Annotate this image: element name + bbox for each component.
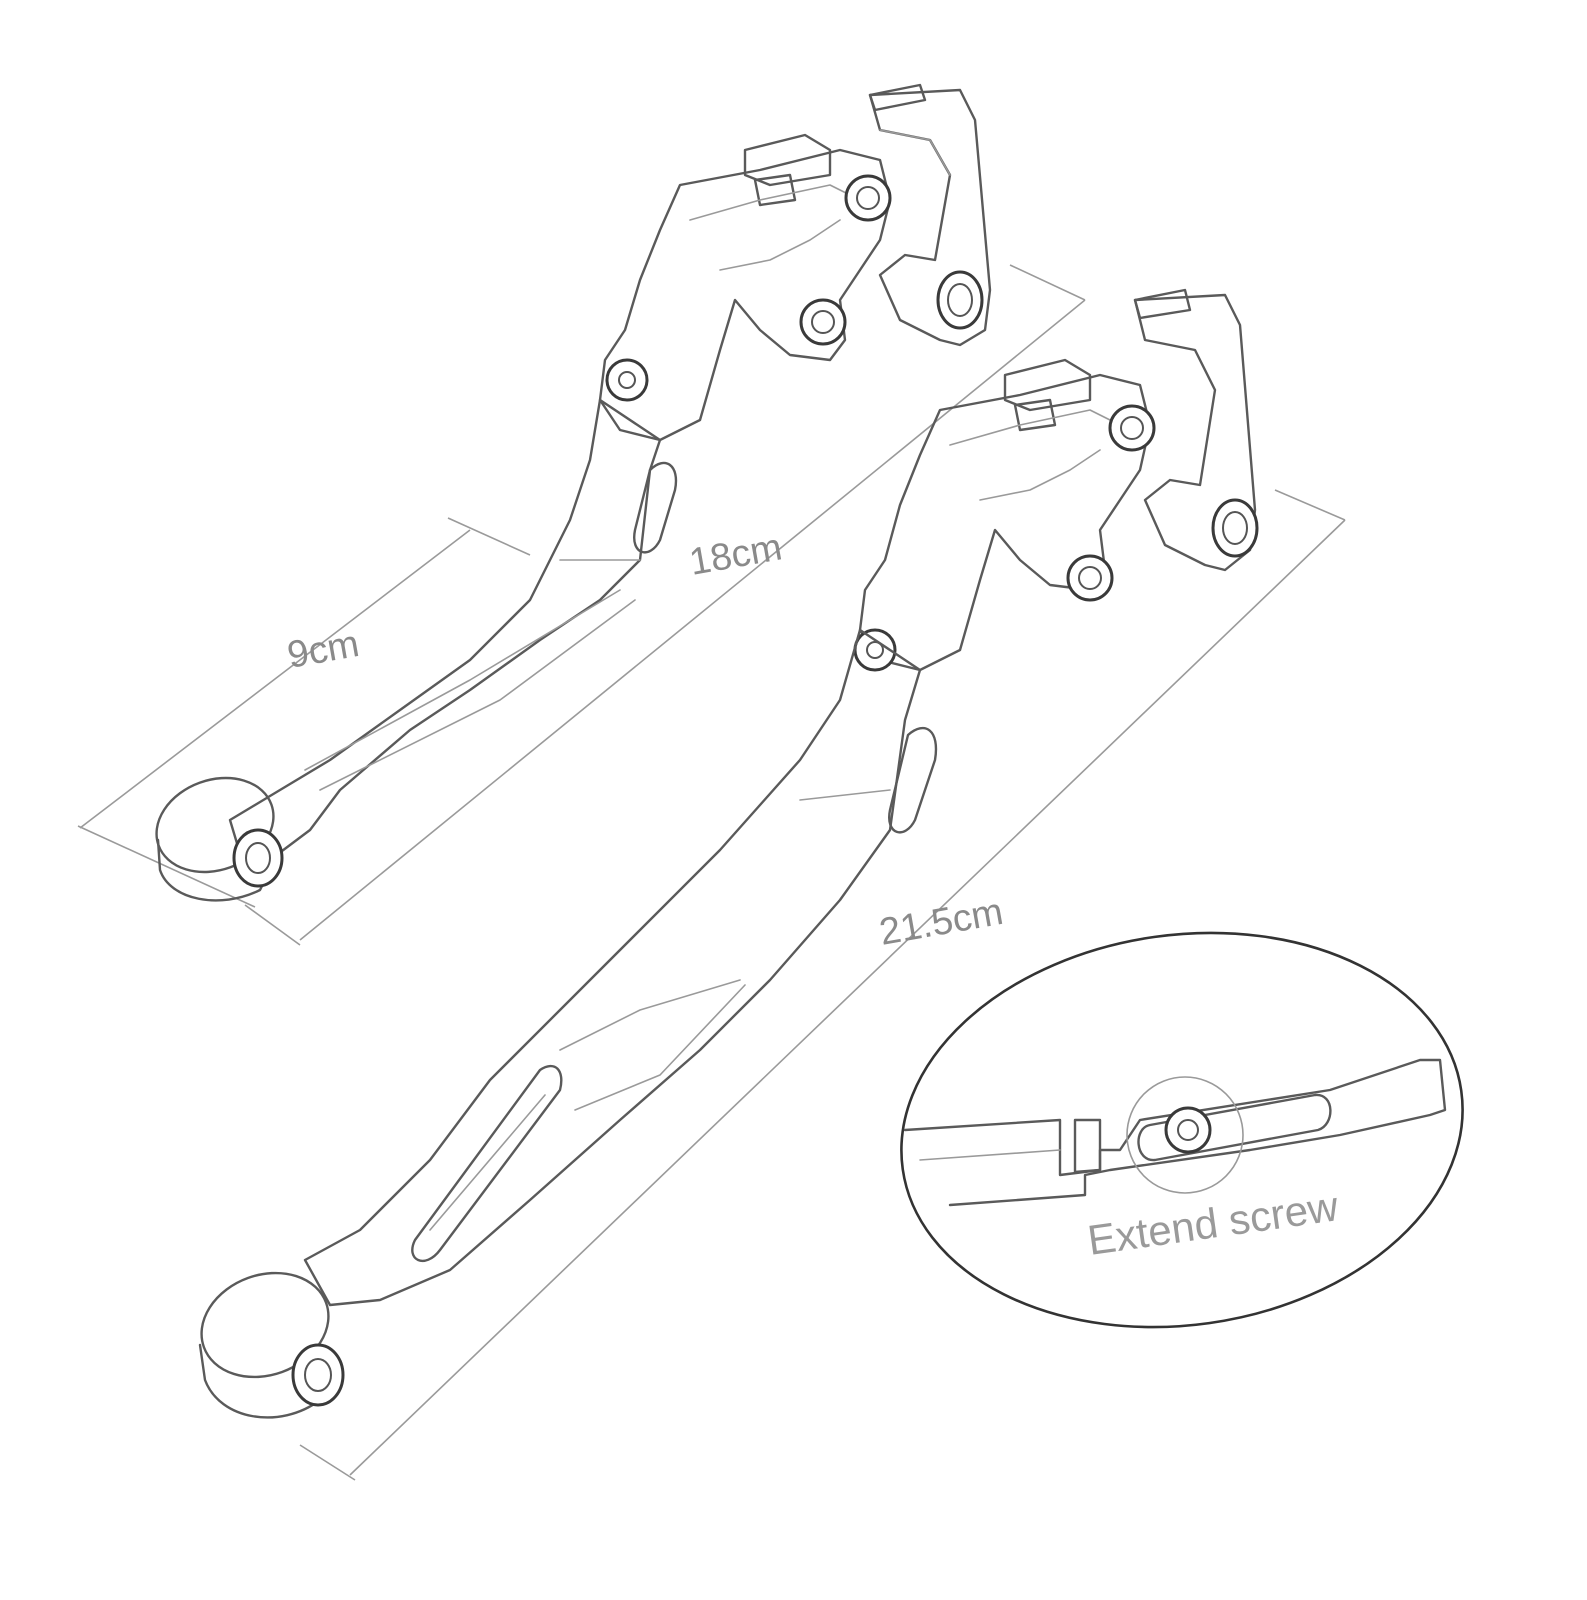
dimension-label-18cm: 18cm <box>686 526 785 583</box>
long-lever <box>198 288 1259 1419</box>
callout-label-extend-screw: Extend screw <box>1085 1182 1342 1264</box>
short-lever <box>155 83 992 902</box>
extend-screw-callout <box>900 931 1464 1329</box>
dimension-label-9cm: 9cm <box>284 623 362 677</box>
dimension-label-21-5cm: 21.5cm <box>876 891 1006 954</box>
